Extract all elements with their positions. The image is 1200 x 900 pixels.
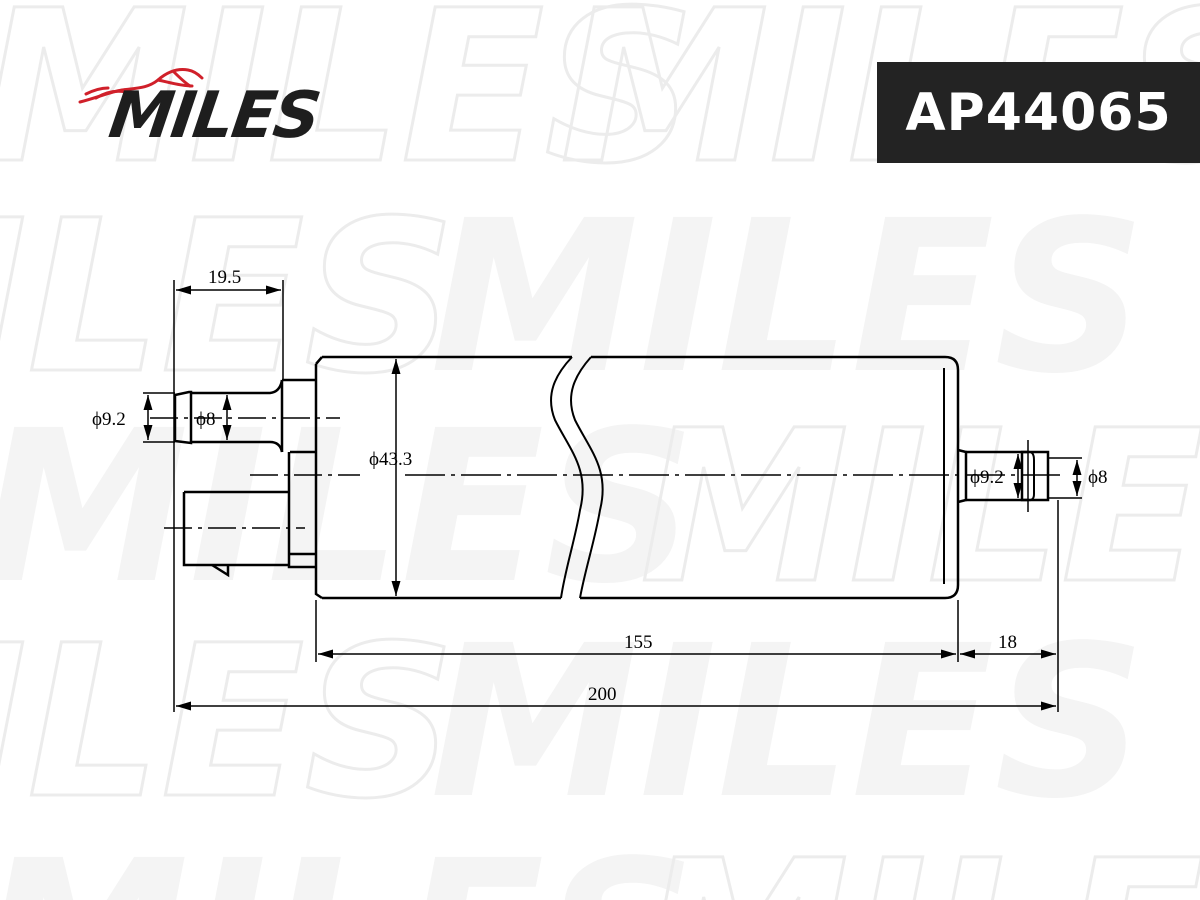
- svg-text:MILES: MILES: [430, 175, 1146, 420]
- svg-text:MILES: MILES: [640, 385, 1200, 630]
- svg-text:MILES: MILES: [0, 815, 696, 900]
- part-number: AP44065: [905, 82, 1172, 143]
- dimension-labels: 19.5 ϕ9.2 ϕ8 ϕ43.3 ϕ9.2 ϕ8 155 18 200: [92, 267, 1108, 705]
- dim-inlet-offset: 19.5: [208, 267, 241, 288]
- svg-text:MILES: MILES: [430, 600, 1146, 845]
- dim-overall-length: 200: [588, 684, 617, 705]
- dimension-lines: [143, 280, 1082, 712]
- greyhound-icon: [78, 68, 204, 104]
- dim-outlet-inner-diameter: ϕ8: [1088, 467, 1108, 488]
- pump-outline: [173, 355, 1050, 600]
- part-number-badge: AP44065: [877, 62, 1200, 163]
- dim-body-diameter: ϕ43.3: [369, 449, 412, 470]
- svg-text:MILES: MILES: [0, 175, 456, 420]
- dim-outlet-outer-diameter: ϕ9.2: [970, 467, 1004, 488]
- svg-text:MILES: MILES: [640, 815, 1200, 900]
- centerlines: [150, 417, 1060, 529]
- dim-body-length: 155: [624, 632, 653, 653]
- brand-logo: MILES: [72, 58, 352, 168]
- dim-outlet-length: 18: [998, 632, 1017, 653]
- svg-text:MILES: MILES: [0, 600, 456, 845]
- dim-inlet-outer-diameter: ϕ9.2: [92, 409, 126, 430]
- dim-inlet-inner-diameter: ϕ8: [196, 409, 216, 430]
- svg-text:MILES: MILES: [0, 0, 696, 210]
